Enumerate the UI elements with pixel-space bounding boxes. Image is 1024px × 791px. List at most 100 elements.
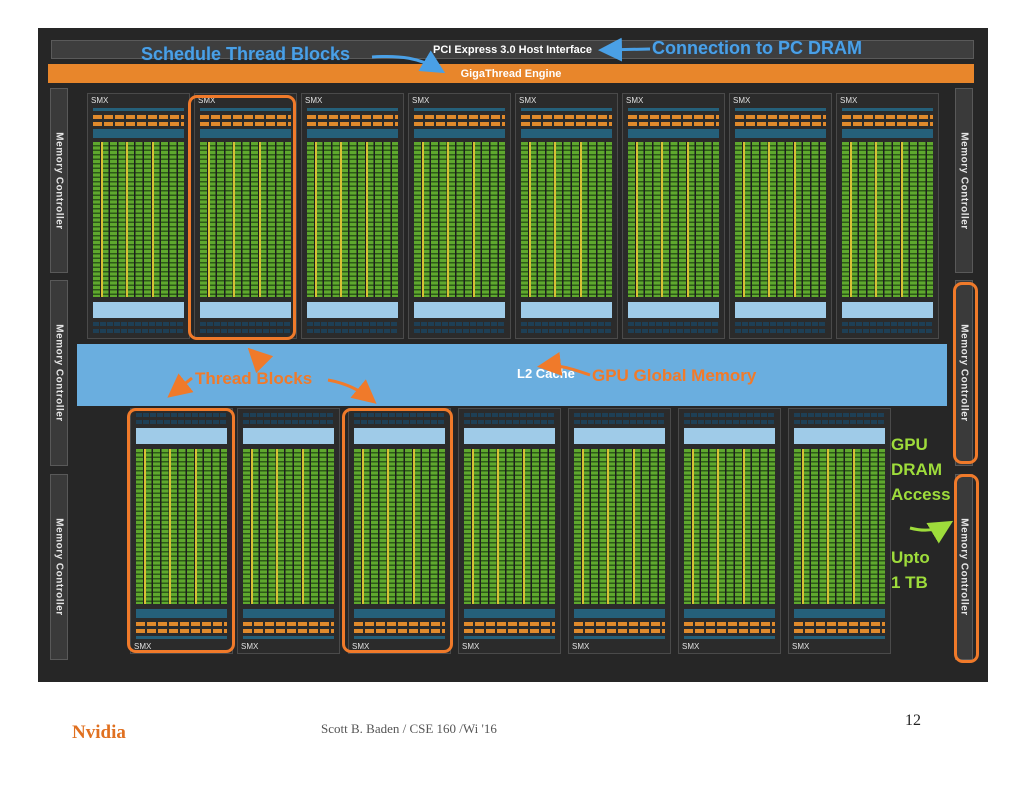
- highlight-memory-controller-2: [954, 474, 979, 663]
- core-grid: [414, 142, 505, 297]
- register-file: [735, 129, 826, 138]
- texture-unit-row: [307, 329, 398, 333]
- special-function-units: [471, 449, 474, 604]
- texture-unit-row: [842, 329, 933, 333]
- special-function-units: [258, 142, 261, 297]
- smx-unit: SMX: [458, 408, 561, 654]
- register-file: [307, 129, 398, 138]
- register-file: [354, 609, 445, 618]
- special-function-units: [849, 142, 852, 297]
- dispatch-unit-row: [574, 622, 665, 626]
- highlight-scheduled-block: [188, 95, 296, 340]
- footer-author: Scott B. Baden / CSE 160 /Wi '16: [321, 721, 497, 736]
- texture-unit-row: [136, 420, 227, 424]
- texture-unit-row: [93, 329, 184, 333]
- instruction-cache: [93, 108, 184, 111]
- warp-scheduler-row: [93, 115, 184, 119]
- texture-unit-row: [628, 322, 719, 326]
- special-function-units: [421, 142, 424, 297]
- arrow-schedule: [371, 50, 446, 74]
- smx-label: SMX: [840, 96, 858, 105]
- texture-unit-row: [521, 329, 612, 333]
- special-function-units: [768, 142, 770, 297]
- shared-memory: [735, 302, 826, 318]
- shared-memory: [354, 428, 445, 444]
- special-function-units: [635, 142, 638, 297]
- core-grid: [93, 142, 184, 297]
- special-function-units: [661, 142, 663, 297]
- dispatch-unit-row: [200, 122, 291, 126]
- special-function-units: [233, 142, 235, 297]
- annotation-line: DRAM: [891, 460, 942, 479]
- core-grid: [243, 449, 334, 604]
- warp-scheduler-row: [574, 629, 665, 633]
- special-function-units: [340, 142, 342, 297]
- smx-unit: SMX: [788, 408, 891, 654]
- instruction-cache: [628, 108, 719, 111]
- smx-unit: SMX: [836, 93, 939, 339]
- annotation-line: Access: [891, 485, 951, 504]
- special-function-units: [801, 449, 804, 604]
- special-function-units: [194, 449, 197, 604]
- shared-memory: [93, 302, 184, 318]
- shared-memory: [200, 302, 291, 318]
- texture-unit-row: [521, 322, 612, 326]
- special-function-units: [528, 142, 531, 297]
- instruction-cache: [521, 108, 612, 111]
- smx-unit: SMX: [237, 408, 340, 654]
- smx-unit: SMX: [301, 93, 404, 339]
- instruction-cache: [842, 108, 933, 111]
- dispatch-unit-row: [414, 122, 505, 126]
- special-function-units: [581, 449, 584, 604]
- special-function-units: [250, 449, 253, 604]
- texture-unit-row: [794, 420, 885, 424]
- annotation-gpu-dram-access: GPU DRAM Access: [891, 432, 951, 507]
- memory-controller-right-1: Memory Controller: [955, 88, 973, 273]
- smx-label: SMX: [412, 96, 430, 105]
- texture-unit-row: [684, 413, 775, 417]
- smx-unit: SMX: [348, 408, 451, 654]
- dispatch-unit-row: [794, 622, 885, 626]
- shared-memory: [307, 302, 398, 318]
- register-file: [574, 609, 665, 618]
- smx-unit: SMX: [729, 93, 832, 339]
- special-function-units: [579, 142, 582, 297]
- core-grid: [136, 449, 227, 604]
- special-function-units: [691, 449, 694, 604]
- texture-unit-row: [414, 322, 505, 326]
- instruction-cache: [136, 636, 227, 639]
- texture-unit-row: [243, 413, 334, 417]
- dispatch-unit-row: [842, 122, 933, 126]
- instruction-cache: [243, 636, 334, 639]
- shared-memory: [521, 302, 612, 318]
- texture-unit-row: [93, 322, 184, 326]
- texture-unit-row: [794, 413, 885, 417]
- special-function-units: [686, 142, 689, 297]
- arrow-global-memory: [537, 351, 591, 377]
- special-function-units: [126, 142, 128, 297]
- special-function-units: [522, 449, 525, 604]
- special-function-units: [827, 449, 829, 604]
- core-grid: [842, 142, 933, 297]
- special-function-units: [607, 449, 609, 604]
- warp-scheduler-row: [735, 115, 826, 119]
- warp-scheduler-row: [684, 629, 775, 633]
- special-function-units: [554, 142, 556, 297]
- texture-unit-row: [414, 329, 505, 333]
- special-function-units: [276, 449, 278, 604]
- instruction-cache: [684, 636, 775, 639]
- instruction-cache: [354, 636, 445, 639]
- warp-scheduler-row: [307, 115, 398, 119]
- shared-memory: [794, 428, 885, 444]
- texture-unit-row: [200, 322, 291, 326]
- instruction-cache: [464, 636, 555, 639]
- register-file: [628, 129, 719, 138]
- arrow-connection: [598, 37, 651, 62]
- warp-scheduler-row: [794, 629, 885, 633]
- arrow-thread-block-left: [167, 373, 194, 398]
- texture-unit-row: [735, 329, 826, 333]
- pci-express-host-interface: PCI Express 3.0 Host Interface: [51, 40, 974, 59]
- special-function-units: [852, 449, 855, 604]
- smx-label: SMX: [198, 96, 216, 105]
